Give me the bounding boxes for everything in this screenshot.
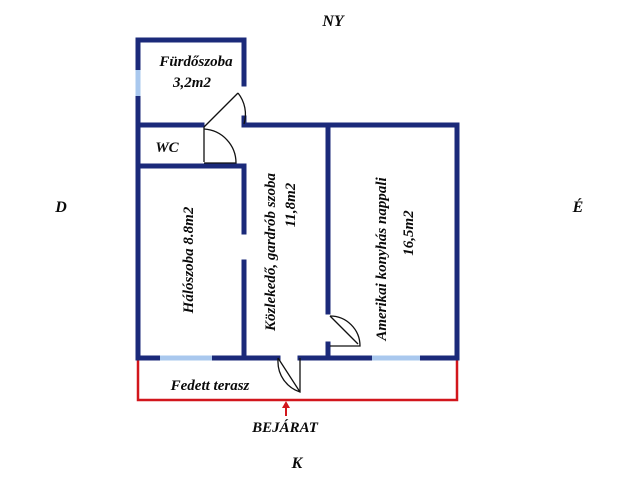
bedroom-label: Hálószoba 8.8m2 [181, 206, 197, 314]
compass-west: D [54, 199, 67, 216]
terrace-outline [136, 358, 459, 402]
bathroom-area: 3,2m2 [172, 75, 211, 91]
living-name: Amerikai konyhás nappali [374, 176, 390, 341]
compass-north: NY [321, 13, 345, 30]
compass-south: K [291, 455, 304, 472]
door-wc [203, 127, 237, 164]
door-entrance [277, 357, 301, 393]
corridor-area: 11,8m2 [283, 182, 299, 227]
terrace-label: Fedett terasz [170, 378, 250, 394]
wc-label: WC [155, 140, 179, 156]
entrance-arrow-icon [282, 401, 290, 416]
windows [135, 70, 420, 361]
doors [203, 92, 361, 393]
door-living [329, 315, 361, 347]
entrance-label: BEJÁRAT [251, 419, 319, 436]
door-bathroom [203, 92, 247, 128]
bathroom-name: Fürdőszoba [158, 54, 233, 70]
corridor-name: Közlekedő, gardrób szoba [263, 173, 279, 332]
compass-east: É [572, 197, 584, 216]
living-area: 16,5m2 [401, 210, 417, 256]
